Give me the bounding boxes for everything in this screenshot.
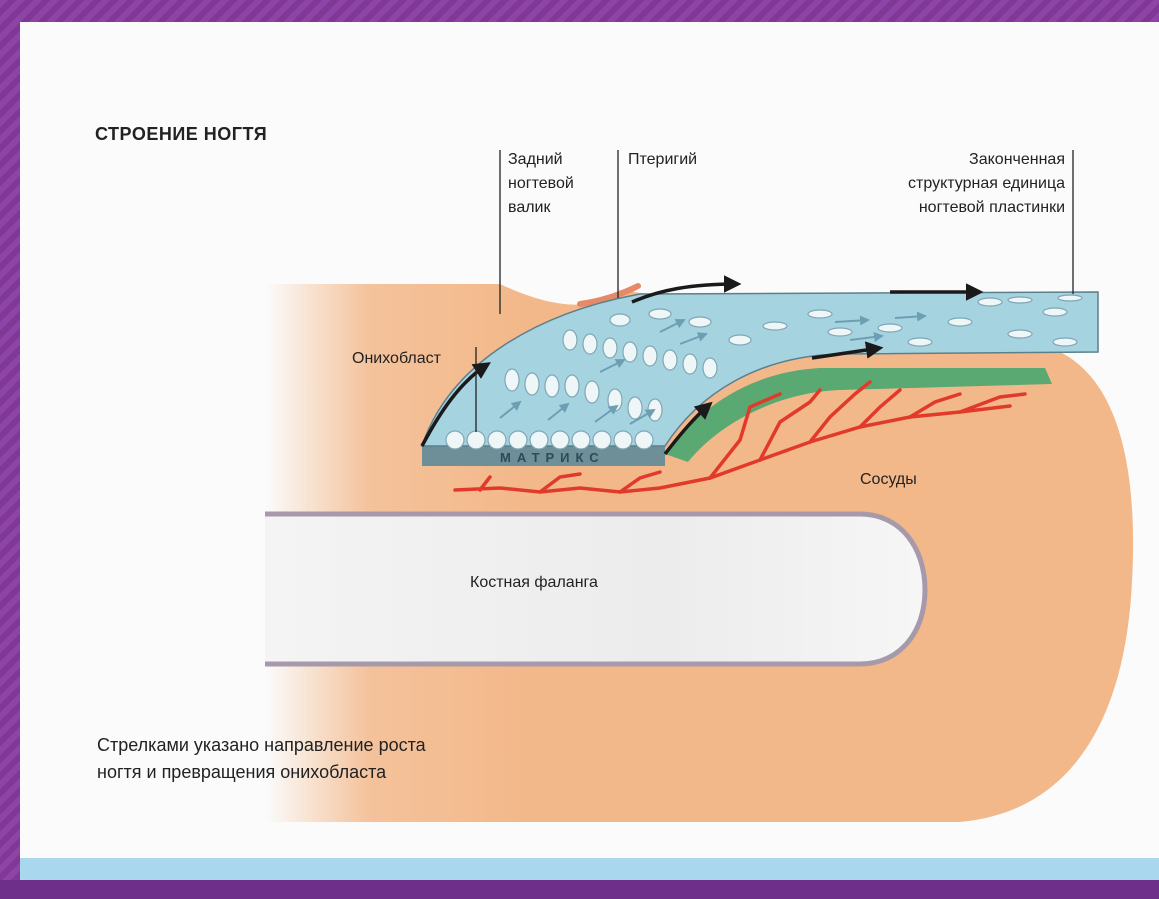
slide-frame-left: [0, 0, 20, 899]
label-posterior-nail-fold: Задний ногтевой валик: [508, 148, 574, 220]
slide-frame-bottom: [0, 880, 1159, 899]
page-bottom-band: [20, 858, 1159, 880]
label-finished-structural-unit: Законченная структурная единица ногтевой…: [845, 148, 1065, 220]
diagram-title: СТРОЕНИЕ НОГТЯ: [95, 122, 267, 146]
label-matrix: МАТРИКС: [500, 446, 605, 470]
label-bone-phalanx: Костная фаланга: [470, 571, 598, 595]
diagram-caption: Стрелками указано направление роста ногт…: [97, 732, 426, 786]
diagram-page: СТРОЕНИЕ НОГТЯ Задний ногтевой валик Пте…: [20, 22, 1159, 880]
label-pterygium: Птеригий: [628, 148, 697, 172]
slide-frame-top: [0, 0, 1159, 22]
label-onychoblast: Онихобласт: [352, 347, 441, 371]
label-vessels: Сосуды: [860, 468, 917, 492]
